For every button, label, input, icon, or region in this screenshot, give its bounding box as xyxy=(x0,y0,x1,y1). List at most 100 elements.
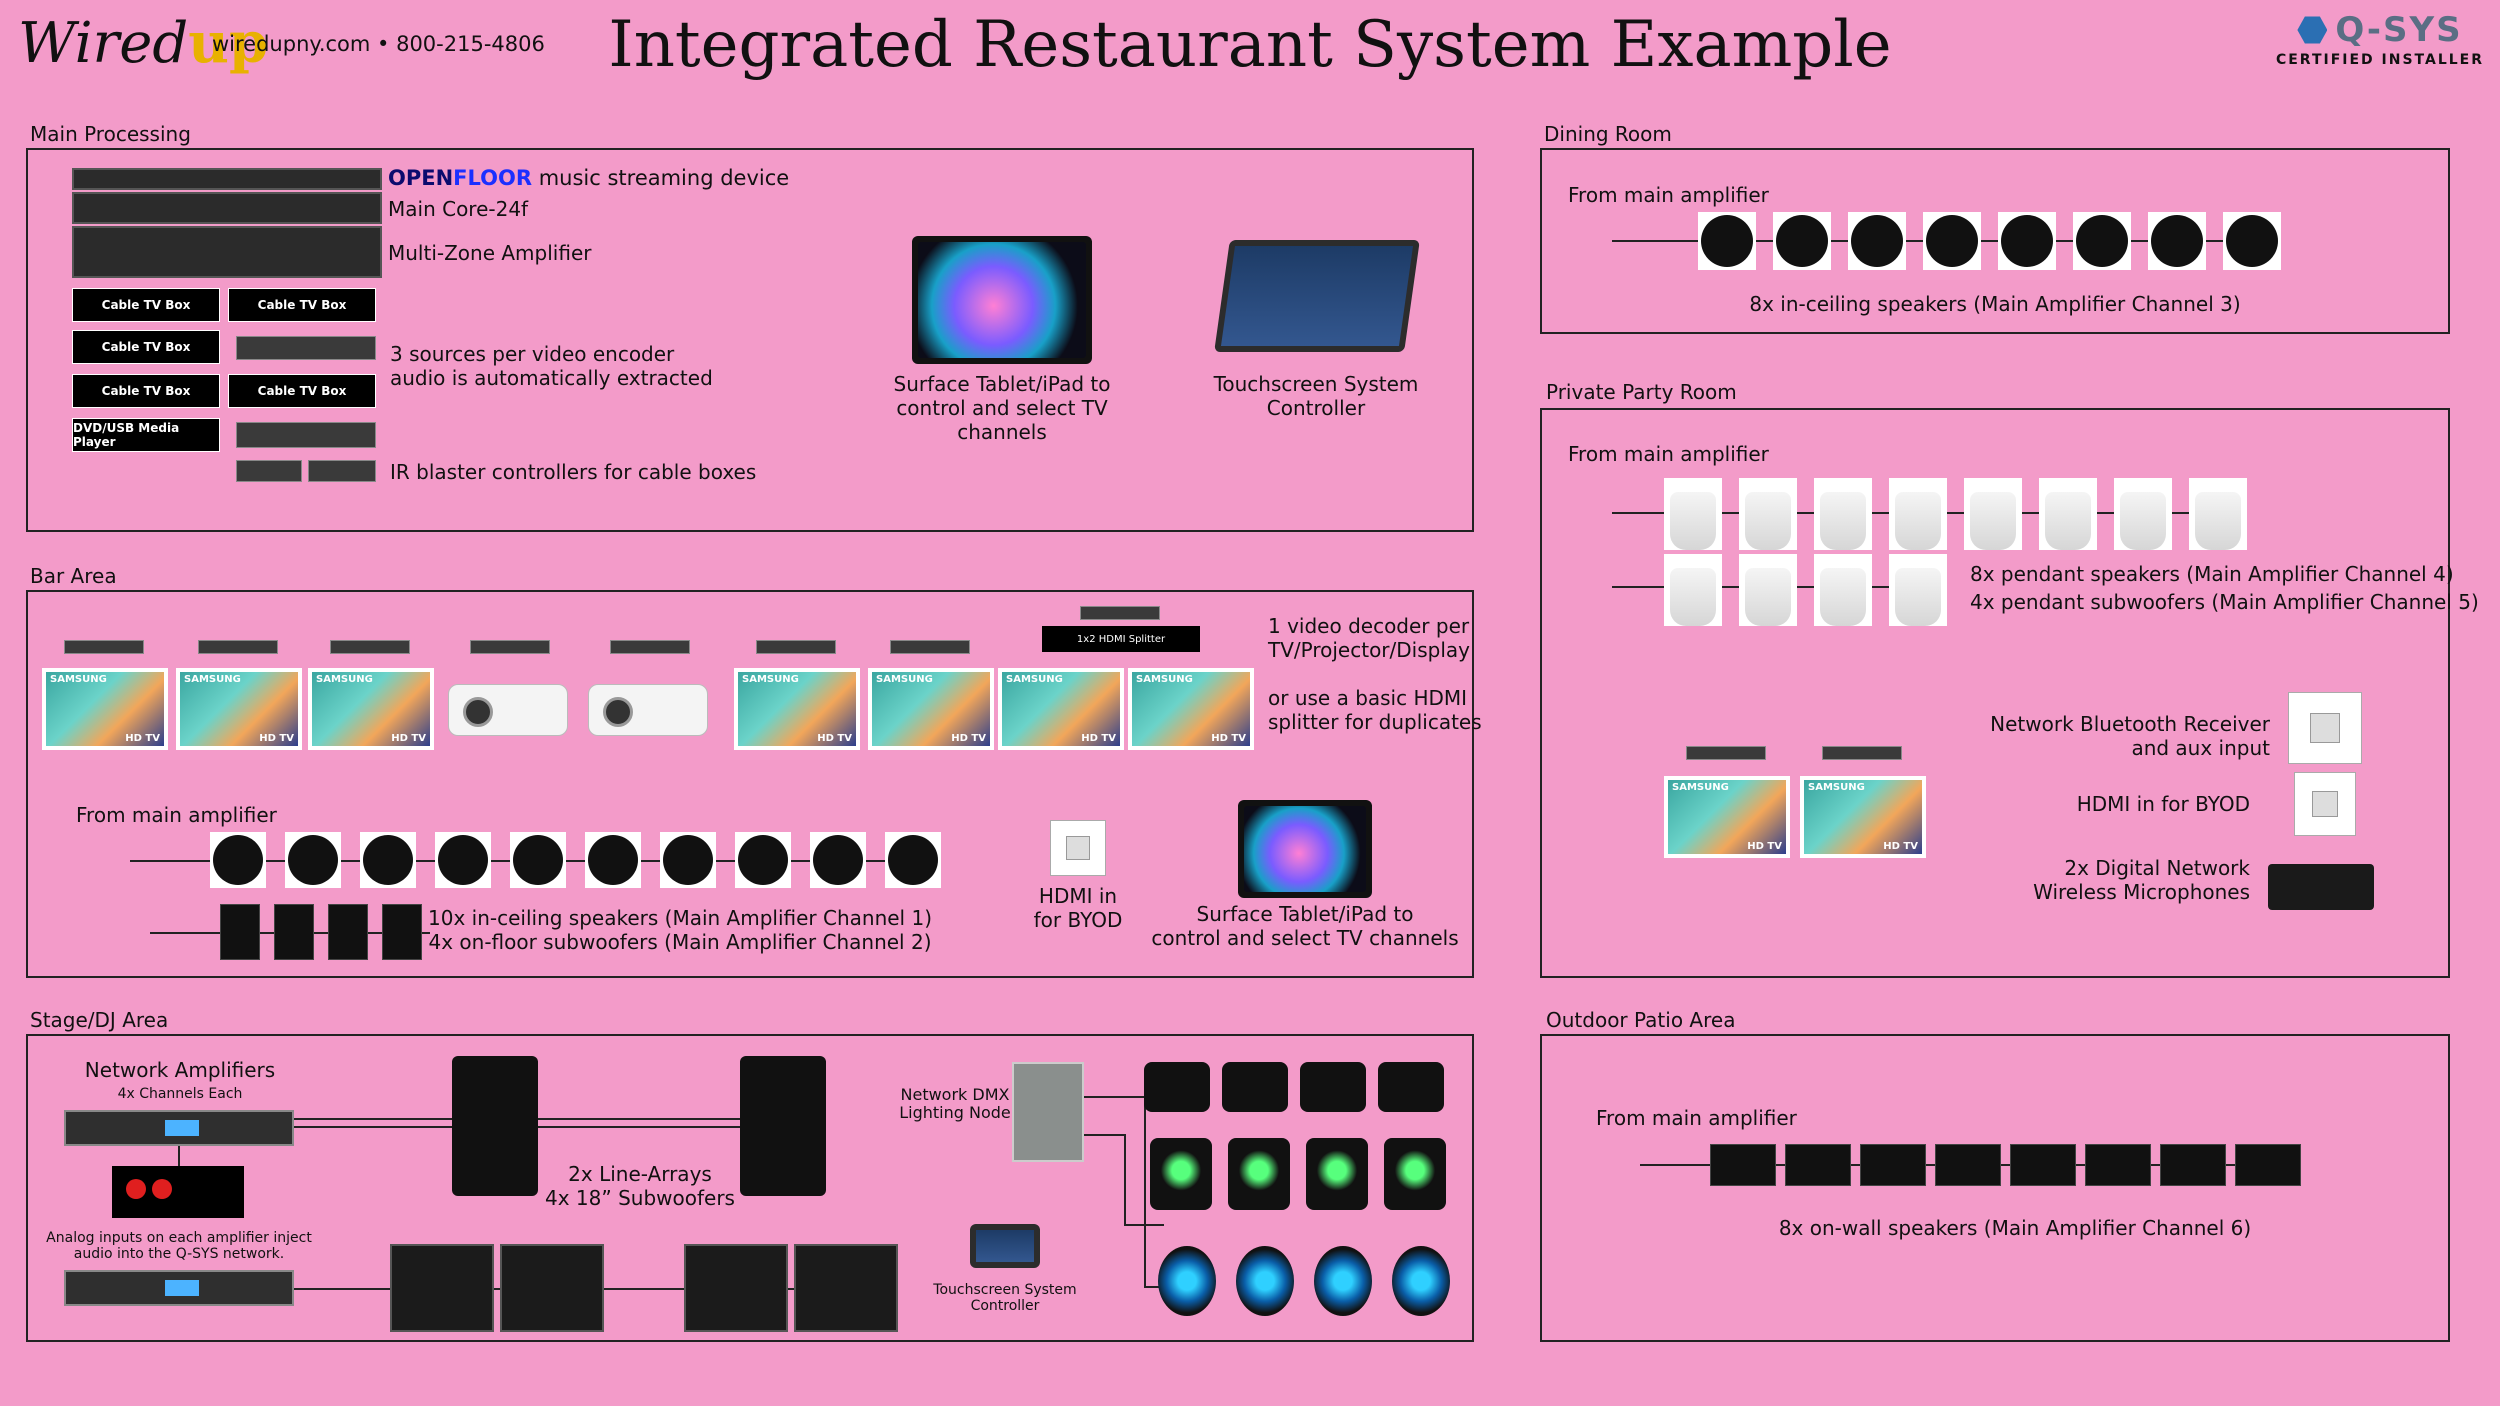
party-video-decoder-2 xyxy=(1822,746,1902,760)
hdmi-wallplate xyxy=(1050,820,1106,876)
bar-area-box xyxy=(26,590,1474,978)
section-label-dining: Dining Room xyxy=(1544,122,1672,146)
qsys-hex-icon xyxy=(2297,16,2328,44)
amplifier-device xyxy=(72,226,382,278)
core-label: Main Core-24f xyxy=(388,197,529,221)
bar-video-decoder-3 xyxy=(330,640,410,654)
bar-ceiling-speaker-10 xyxy=(885,832,941,888)
bar-speaker-caption: 10x in-ceiling speakers (Main Amplifier … xyxy=(428,906,932,954)
contact-info: wiredupny.com • 800-215-4806 xyxy=(212,32,545,56)
dmx-wire-2 xyxy=(1084,1134,1124,1136)
stage-moving-head-2 xyxy=(1222,1062,1288,1112)
stage-area-box xyxy=(26,1034,1474,1342)
bar-video-decoder-2 xyxy=(198,640,278,654)
bar-ceiling-speaker-4 xyxy=(435,832,491,888)
cable-tv-box-4: Cable TV Box xyxy=(72,374,220,408)
dining-speaker-caption: 8x in-ceiling speakers (Main Amplifier C… xyxy=(1749,292,2241,316)
patio-from-amp-label: From main amplifier xyxy=(1596,1106,1797,1130)
bar-floor-subwoofer-4 xyxy=(382,904,422,960)
patio-wall-speaker-7 xyxy=(2160,1144,2226,1186)
stage-sub-1 xyxy=(390,1244,494,1332)
stage-moving-head-1 xyxy=(1144,1062,1210,1112)
section-label-party: Private Party Room xyxy=(1546,380,1737,404)
dmx-wire-5 xyxy=(1144,1286,1164,1288)
dmx-wire-1 xyxy=(1084,1096,1144,1098)
party-pendant-speaker-5 xyxy=(1964,478,2022,550)
cable-tv-box-5: Cable TV Box xyxy=(228,374,376,408)
stage-sub-3 xyxy=(684,1244,788,1332)
party-pendant-caption: 8x pendant speakers (Main Amplifier Chan… xyxy=(1970,562,2479,614)
bar-video-decoder-1 xyxy=(64,640,144,654)
party-pendant-speaker-4 xyxy=(1889,478,1947,550)
party-pendant-subwoofer-1 xyxy=(1664,554,1722,626)
dmx-wire-6 xyxy=(1144,1096,1146,1286)
section-label-stage: Stage/DJ Area xyxy=(30,1008,169,1032)
dining-ceiling-speaker-4 xyxy=(1923,212,1981,270)
ir-controller-1 xyxy=(236,460,302,482)
patio-wall-speaker-1 xyxy=(1710,1144,1776,1186)
network-amps-label: Network Amplifiers xyxy=(84,1058,276,1082)
bar-video-decoder-7 xyxy=(890,640,970,654)
bar-floor-subwoofer-1 xyxy=(220,904,260,960)
bar-video-decoder-6 xyxy=(756,640,836,654)
ir-controller-2 xyxy=(308,460,376,482)
core-device xyxy=(72,192,382,224)
cable-tv-box-1: Cable TV Box xyxy=(72,288,220,322)
dining-ceiling-speaker-8 xyxy=(2223,212,2281,270)
section-label-main: Main Processing xyxy=(30,122,191,146)
main-processing-box xyxy=(26,148,1474,532)
line-array-left xyxy=(452,1056,538,1196)
patio-speaker-caption: 8x on-wall speakers (Main Amplifier Chan… xyxy=(1778,1216,2252,1240)
wireless-mic-receiver xyxy=(2268,864,2374,910)
hdmi-splitter: 1x2 HDMI Splitter xyxy=(1042,626,1200,652)
section-label-patio: Outdoor Patio Area xyxy=(1546,1008,1736,1032)
bar-ceiling-speaker-9 xyxy=(810,832,866,888)
bar-ceiling-speaker-8 xyxy=(735,832,791,888)
party-pendant-speaker-8 xyxy=(2189,478,2247,550)
touchscreen-image xyxy=(1214,240,1420,352)
bar-projector-4 xyxy=(448,684,568,736)
stage-beam-light-2 xyxy=(1228,1138,1290,1210)
patio-wall-speaker-3 xyxy=(1860,1144,1926,1186)
network-amp-1 xyxy=(64,1110,294,1146)
stage-moving-head-4 xyxy=(1378,1062,1444,1112)
stage-sub-2 xyxy=(500,1244,604,1332)
amp-link-wire xyxy=(178,1146,180,1166)
bar-video-decoder-5 xyxy=(610,640,690,654)
bar-ceiling-speaker-7 xyxy=(660,832,716,888)
network-amps-sub: 4x Channels Each xyxy=(117,1086,243,1102)
video-encoder-2 xyxy=(236,422,376,448)
dining-ceiling-speaker-3 xyxy=(1848,212,1906,270)
patio-wall-speaker-8 xyxy=(2235,1144,2301,1186)
patio-area-box xyxy=(1540,1034,2450,1342)
bar-ceiling-speaker-5 xyxy=(510,832,566,888)
stage-par-light-1 xyxy=(1158,1246,1216,1316)
stage-touchscreen-image xyxy=(970,1224,1040,1268)
stage-moving-head-3 xyxy=(1300,1062,1366,1112)
line-array-right xyxy=(740,1056,826,1196)
dining-ceiling-speaker-2 xyxy=(1773,212,1831,270)
bt-receiver-wallplate xyxy=(2288,692,2362,764)
ir-label: IR blaster controllers for cable boxes xyxy=(390,460,757,484)
cable-tv-box-2: Cable TV Box xyxy=(228,288,376,322)
dining-from-amp-label: From main amplifier xyxy=(1568,183,1769,207)
wiredup-logo: Wiredup xyxy=(18,10,269,76)
openfloor-device xyxy=(72,168,382,190)
network-amp-2 xyxy=(64,1270,294,1306)
tablet-image xyxy=(912,236,1092,364)
party-pendant-speaker-3 xyxy=(1814,478,1872,550)
